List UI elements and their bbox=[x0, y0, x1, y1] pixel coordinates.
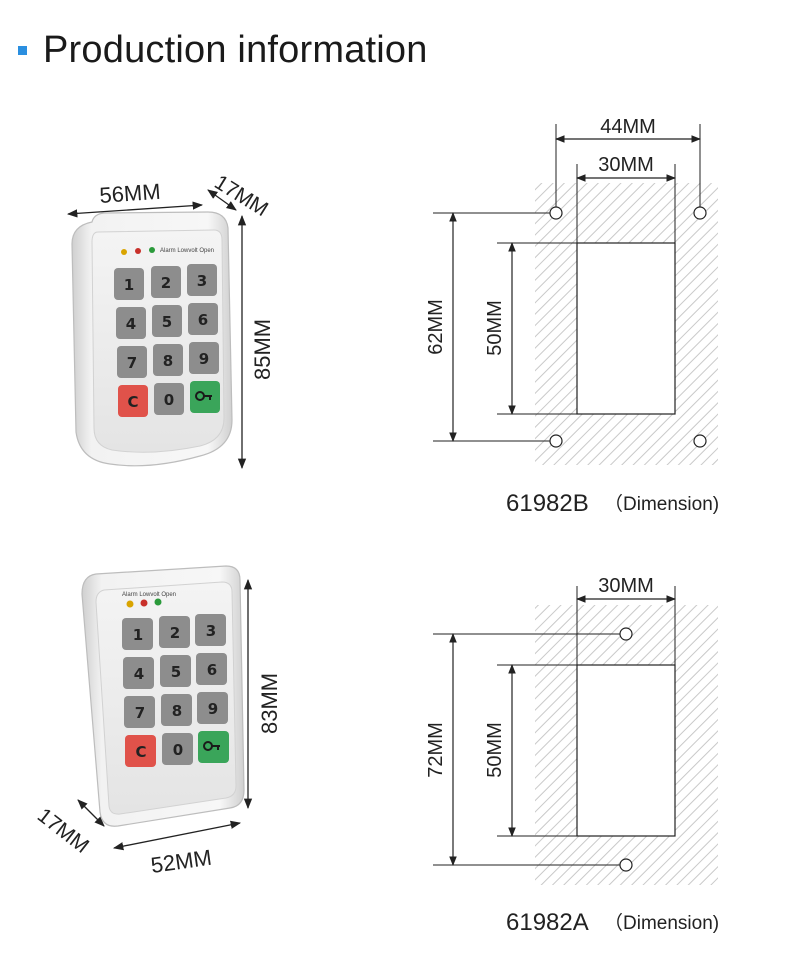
keypad-face bbox=[91, 229, 225, 453]
key-icon bbox=[203, 741, 220, 751]
key-5[interactable] bbox=[160, 655, 191, 687]
dimension-caption: （Dimension) bbox=[604, 493, 719, 515]
key-4[interactable] bbox=[116, 307, 146, 339]
key-2[interactable] bbox=[159, 616, 190, 648]
hole-spacing-label: 62MM bbox=[425, 299, 447, 355]
mount-hole-icon bbox=[619, 858, 633, 872]
led-label-text: Alarm Lowvolt Open bbox=[160, 248, 214, 254]
key-9-label: 9 bbox=[208, 700, 218, 718]
key-2[interactable] bbox=[151, 266, 181, 298]
depth-label: 17MM bbox=[33, 804, 93, 858]
key-9[interactable] bbox=[197, 692, 228, 724]
key-6-label: 6 bbox=[198, 311, 208, 329]
key-0-label: 0 bbox=[164, 391, 174, 409]
section-header: Production information bbox=[18, 28, 428, 72]
key-1[interactable] bbox=[114, 268, 144, 300]
led-open-icon bbox=[149, 247, 155, 253]
top-keys: 1 2 3 4 5 6 7 8 9 C 0 bbox=[114, 264, 220, 417]
page-title: Production information bbox=[43, 28, 428, 71]
width-label: 56MM bbox=[99, 179, 162, 208]
key-9-label: 9 bbox=[199, 350, 209, 368]
cutout-rect bbox=[576, 664, 676, 837]
mount-hole-icon bbox=[549, 434, 563, 448]
key-9[interactable] bbox=[189, 342, 219, 374]
key-6[interactable] bbox=[196, 653, 227, 685]
depth-label: 17MM bbox=[210, 171, 272, 221]
key-1-label: 1 bbox=[133, 626, 143, 644]
led-alarm-icon bbox=[121, 249, 127, 255]
key-4-label: 4 bbox=[126, 315, 136, 333]
drawing-61982a: 30MM 72MM 50MM 61982A （Dimension) bbox=[425, 575, 719, 936]
width-dimension-line bbox=[112, 820, 242, 851]
cutout-rect bbox=[576, 242, 676, 415]
height-label: 85MM bbox=[250, 319, 275, 380]
led-alarm-icon bbox=[126, 600, 134, 608]
led-lowvolt-icon bbox=[140, 599, 148, 607]
keypad-61982a: 83MM 52MM 17MM Alarm Lowvolt Open 1 2 3 … bbox=[33, 565, 282, 878]
key-1-label: 1 bbox=[124, 276, 134, 294]
mount-hole-icon bbox=[693, 434, 707, 448]
drawing-61982b: 44MM 30MM 62MM 50MM 61982B （Dimension) bbox=[425, 116, 719, 517]
clear-key[interactable] bbox=[125, 735, 156, 767]
clear-key-label: C bbox=[135, 743, 146, 761]
mount-hole-icon bbox=[549, 206, 563, 220]
depth-dimension-line bbox=[207, 189, 237, 211]
key-3-label: 3 bbox=[197, 272, 207, 290]
key-2-label: 2 bbox=[170, 624, 180, 642]
inner-width-label: 30MM bbox=[598, 575, 654, 597]
model-caption: 61982A bbox=[506, 909, 589, 936]
clear-key[interactable] bbox=[118, 385, 148, 417]
clear-key-label: C bbox=[127, 393, 138, 411]
bottom-keys: 1 2 3 4 5 6 7 8 9 C 0 bbox=[122, 614, 229, 767]
key-4[interactable] bbox=[123, 657, 154, 689]
mount-hole-icon bbox=[619, 627, 633, 641]
key-4-label: 4 bbox=[134, 665, 144, 683]
key-6[interactable] bbox=[188, 303, 218, 335]
bullet-icon bbox=[18, 45, 27, 55]
dimension-caption: （Dimension) bbox=[604, 912, 719, 934]
key-5-label: 5 bbox=[171, 663, 181, 681]
key-3[interactable] bbox=[195, 614, 226, 646]
key-5-label: 5 bbox=[162, 313, 172, 331]
key-7-label: 7 bbox=[127, 354, 137, 372]
inner-width-label: 30MM bbox=[598, 154, 654, 176]
key-3-label: 3 bbox=[206, 622, 216, 640]
led-label-text: Alarm Lowvolt Open bbox=[122, 592, 176, 598]
key-0-label: 0 bbox=[173, 741, 183, 759]
led-lowvolt-icon bbox=[135, 248, 141, 254]
key-2-label: 2 bbox=[161, 274, 171, 292]
depth-dimension-line bbox=[77, 799, 105, 827]
width-dimension-line bbox=[66, 201, 204, 218]
key-6-label: 6 bbox=[207, 661, 217, 679]
key-8[interactable] bbox=[161, 694, 192, 726]
width-label: 52MM bbox=[149, 845, 213, 878]
key-7[interactable] bbox=[124, 696, 155, 728]
key-7[interactable] bbox=[117, 346, 147, 378]
mount-hole-icon bbox=[693, 206, 707, 220]
keypad-61982b: 56MM 17MM 85MM Alarm Lowvolt Open 1 2 3 … bbox=[66, 171, 275, 470]
key-0[interactable] bbox=[162, 733, 193, 765]
outer-width-label: 44MM bbox=[600, 116, 656, 138]
key-8[interactable] bbox=[153, 344, 183, 376]
key-icon bbox=[195, 391, 212, 401]
cutout-height-label: 50MM bbox=[484, 300, 506, 356]
key-3[interactable] bbox=[187, 264, 217, 296]
key-0[interactable] bbox=[154, 383, 184, 415]
key-1[interactable] bbox=[122, 618, 153, 650]
model-caption: 61982B bbox=[506, 490, 589, 517]
hole-spacing-label: 72MM bbox=[425, 722, 447, 778]
key-8-label: 8 bbox=[163, 352, 173, 370]
key-8-label: 8 bbox=[172, 702, 182, 720]
key-7-label: 7 bbox=[135, 704, 145, 722]
key-5[interactable] bbox=[152, 305, 182, 337]
cutout-height-label: 50MM bbox=[484, 722, 506, 778]
height-label: 83MM bbox=[257, 673, 282, 734]
led-open-icon bbox=[154, 598, 162, 606]
